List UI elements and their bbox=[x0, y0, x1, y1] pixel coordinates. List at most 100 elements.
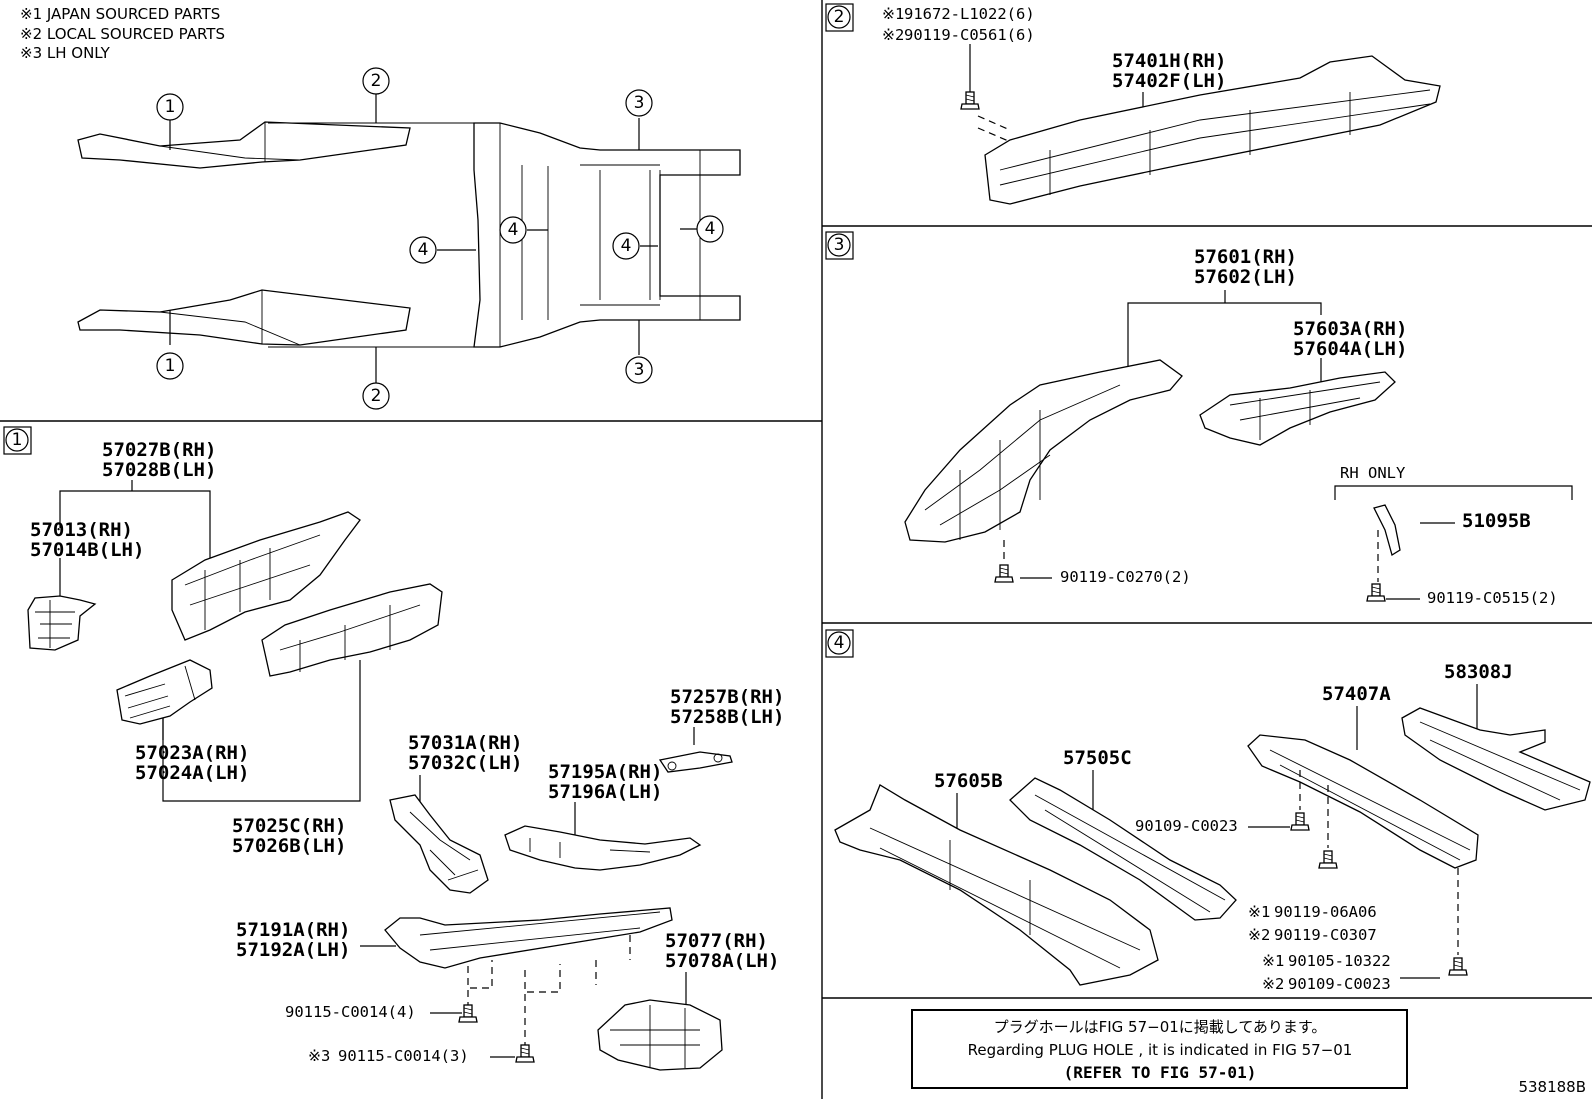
part-57031a bbox=[389, 794, 489, 894]
label-57603a: 57603A(RH) bbox=[1293, 318, 1407, 340]
plug-hole-note: プラグホールはFIG 57−01に掲載してあります。 Regarding PLU… bbox=[911, 1009, 1408, 1089]
overview-diagram: 1 1 2 2 3 3 4 4 4 4 bbox=[77, 67, 741, 410]
mark-bolt-b1: ※1 bbox=[1248, 903, 1270, 921]
label-58308j: 58308J bbox=[1444, 661, 1513, 683]
label-57077: 57077(RH) bbox=[665, 930, 768, 952]
section-3-badge: 3 bbox=[825, 231, 854, 260]
label-90119-c0270: 90119-C0270(2) bbox=[1060, 568, 1191, 586]
section-4-badge: 4 bbox=[825, 629, 854, 658]
svg-text:4: 4 bbox=[508, 220, 519, 240]
callout-4-mid: 4 bbox=[499, 216, 527, 244]
label-57026b: 57026B(LH) bbox=[232, 835, 346, 857]
section-3: 3 57601(RH) 57602(LH) 57603A(RH) 57604A(… bbox=[825, 231, 1573, 607]
label-57032c: 57032C(LH) bbox=[408, 752, 522, 774]
label-90119-c0515: 90119-C0515(2) bbox=[1427, 589, 1558, 607]
part-57257b bbox=[658, 751, 733, 773]
label-90109-c0023-b: 90109-C0023 bbox=[1288, 975, 1391, 993]
callout-4-left: 4 bbox=[409, 236, 437, 264]
label-90105-10322: 90105-10322 bbox=[1288, 952, 1391, 970]
part-51095b bbox=[1373, 504, 1401, 557]
label-90119-c0561: 90119-C0561(6) bbox=[904, 26, 1035, 44]
label-57257b: 57257B(RH) bbox=[670, 686, 784, 708]
svg-text:3: 3 bbox=[634, 360, 645, 380]
label-57024a: 57024A(LH) bbox=[135, 762, 249, 784]
note-japan-sourced: ※1 JAPAN SOURCED PARTS bbox=[20, 5, 220, 23]
label-57023a: 57023A(RH) bbox=[135, 742, 249, 764]
label-91672-l1022: 91672-L1022(6) bbox=[904, 5, 1035, 23]
label-57602: 57602(LH) bbox=[1194, 266, 1297, 288]
svg-text:3: 3 bbox=[634, 93, 645, 113]
label-57031a: 57031A(RH) bbox=[408, 732, 522, 754]
svg-text:2: 2 bbox=[371, 71, 382, 91]
mark-bolt-c2: ※2 bbox=[1262, 975, 1284, 993]
part-57605b bbox=[834, 784, 1159, 986]
svg-text:1: 1 bbox=[165, 356, 176, 376]
label-90119-c0307: 90119-C0307 bbox=[1274, 926, 1377, 944]
section-2: 2 ※1 91672-L1022(6) ※2 90119-C0561(6) 57… bbox=[825, 3, 1441, 205]
bolt-90119-c0561 bbox=[960, 91, 980, 110]
bolt-90119-c0515 bbox=[1366, 583, 1386, 602]
svg-text:4: 4 bbox=[834, 633, 845, 653]
label-lh-only-mark: ※3 bbox=[308, 1047, 330, 1065]
callout-2-bottom: 2 bbox=[362, 382, 390, 410]
mark-bolt-b2: ※2 bbox=[1248, 926, 1270, 944]
label-57258b: 57258B(LH) bbox=[670, 706, 784, 728]
part-57401h bbox=[984, 55, 1441, 205]
callout-4-center: 4 bbox=[612, 232, 640, 260]
part-58308j bbox=[1401, 707, 1591, 811]
part-57195a bbox=[504, 825, 702, 871]
part-57025c bbox=[261, 583, 443, 677]
note-local-sourced: ※2 LOCAL SOURCED PARTS bbox=[20, 25, 225, 43]
svg-text:3: 3 bbox=[834, 235, 845, 255]
label-57505c: 57505C bbox=[1063, 747, 1132, 769]
label-57196a: 57196A(LH) bbox=[548, 781, 662, 803]
section-2-badge: 2 bbox=[825, 3, 854, 32]
label-57601: 57601(RH) bbox=[1194, 246, 1297, 268]
svg-text:4: 4 bbox=[705, 219, 716, 239]
bolt-90105-10322 bbox=[1448, 957, 1468, 976]
label-57407a: 57407A bbox=[1322, 683, 1391, 705]
svg-text:1: 1 bbox=[165, 97, 176, 117]
mark-local-bolt: ※2 bbox=[882, 26, 904, 44]
label-57025c: 57025C(RH) bbox=[232, 815, 346, 837]
callout-4-right: 4 bbox=[696, 215, 724, 243]
plug-note-en: Regarding PLUG HOLE , it is indicated in… bbox=[968, 1041, 1353, 1059]
figure-id: 538188B bbox=[1518, 1078, 1586, 1096]
part-57191a bbox=[384, 907, 673, 969]
label-90109-c0023: 90109-C0023 bbox=[1135, 817, 1238, 835]
label-57028b: 57028B(LH) bbox=[102, 459, 216, 481]
mark-japan-bolt: ※1 bbox=[882, 5, 904, 23]
callout-2-top: 2 bbox=[362, 67, 390, 95]
label-57191a: 57191A(RH) bbox=[236, 919, 350, 941]
label-90115-c0014-4: 90115-C0014(4) bbox=[285, 1003, 416, 1021]
part-57027b bbox=[171, 511, 361, 641]
bolt-90119-c0270 bbox=[994, 564, 1014, 583]
label-57605b: 57605B bbox=[934, 770, 1003, 792]
svg-text:2: 2 bbox=[834, 7, 845, 27]
bolt-90115-c0014-3 bbox=[515, 1044, 535, 1063]
label-57027b: 57027B(RH) bbox=[102, 439, 216, 461]
label-57192a: 57192A(LH) bbox=[236, 939, 350, 961]
label-90115-c0014-3: 90115-C0014(3) bbox=[338, 1047, 469, 1065]
label-90119-06a06: 90119-06A06 bbox=[1274, 903, 1377, 921]
label-51095b: 51095B bbox=[1462, 510, 1531, 532]
svg-text:4: 4 bbox=[621, 236, 632, 256]
part-57603a bbox=[1199, 371, 1396, 446]
callout-1-bottom: 1 bbox=[156, 352, 184, 380]
svg-text:2: 2 bbox=[371, 386, 382, 406]
svg-text:4: 4 bbox=[418, 240, 429, 260]
label-57078a: 57078A(LH) bbox=[665, 950, 779, 972]
callout-1-top: 1 bbox=[156, 93, 184, 121]
callout-3-bottom: 3 bbox=[625, 356, 653, 384]
part-57023a bbox=[116, 659, 213, 725]
plug-note-jp: プラグホールはFIG 57−01に掲載してあります。 bbox=[994, 1018, 1327, 1036]
bolt-90109-c0023 bbox=[1290, 812, 1310, 831]
label-57401h: 57401H(RH) bbox=[1112, 50, 1226, 72]
part-57601 bbox=[904, 359, 1183, 543]
label-57195a: 57195A(RH) bbox=[548, 761, 662, 783]
part-57013 bbox=[27, 595, 97, 651]
bolt-90119-06a06 bbox=[1318, 850, 1338, 869]
legend-notes: ※1 JAPAN SOURCED PARTS ※2 LOCAL SOURCED … bbox=[20, 5, 225, 62]
